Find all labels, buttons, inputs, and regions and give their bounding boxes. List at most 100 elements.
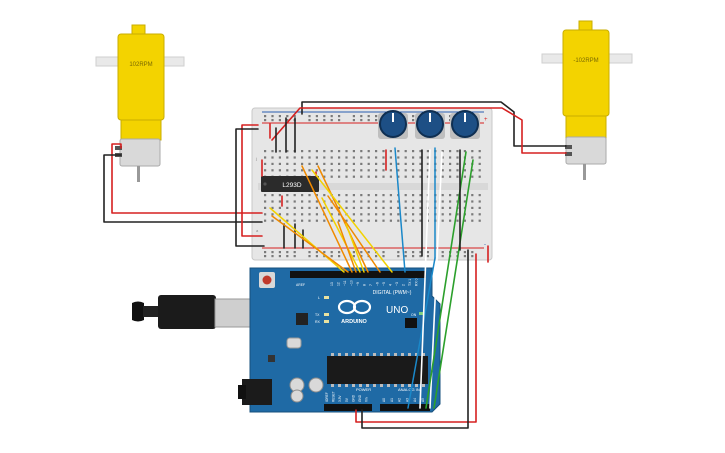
- breadboard-hole[interactable]: [308, 213, 311, 216]
- breadboard-hole[interactable]: [360, 213, 363, 216]
- rail-hole[interactable]: [323, 119, 326, 122]
- breadboard-hole[interactable]: [278, 156, 281, 159]
- breadboard-hole[interactable]: [315, 150, 318, 153]
- breadboard-hole[interactable]: [286, 194, 289, 197]
- breadboard-hole[interactable]: [338, 150, 341, 153]
- breadboard-hole[interactable]: [352, 162, 355, 165]
- breadboard-hole[interactable]: [293, 169, 296, 172]
- breadboard-hole[interactable]: [315, 156, 318, 159]
- breadboard-hole[interactable]: [382, 200, 385, 203]
- breadboard-hole[interactable]: [419, 200, 422, 203]
- breadboard-hole[interactable]: [271, 162, 274, 165]
- breadboard-hole[interactable]: [471, 206, 474, 209]
- breadboard-hole[interactable]: [360, 175, 363, 178]
- rail-hole[interactable]: [278, 255, 281, 258]
- breadboard-hole[interactable]: [478, 175, 481, 178]
- breadboard-hole[interactable]: [278, 213, 281, 216]
- breadboard-hole[interactable]: [426, 169, 429, 172]
- breadboard-hole[interactable]: [375, 206, 378, 209]
- breadboard-hole[interactable]: [389, 150, 392, 153]
- rail-hole[interactable]: [286, 115, 289, 118]
- breadboard-hole[interactable]: [478, 162, 481, 165]
- rail-hole[interactable]: [419, 251, 422, 254]
- breadboard-hole[interactable]: [404, 156, 407, 159]
- breadboard-hole[interactable]: [338, 162, 341, 165]
- breadboard-hole[interactable]: [389, 175, 392, 178]
- breadboard-hole[interactable]: [315, 213, 318, 216]
- breadboard-hole[interactable]: [441, 213, 444, 216]
- breadboard-hole[interactable]: [293, 206, 296, 209]
- breadboard-hole[interactable]: [441, 150, 444, 153]
- breadboard-hole[interactable]: [404, 206, 407, 209]
- breadboard-hole[interactable]: [360, 219, 363, 222]
- rail-hole[interactable]: [323, 255, 326, 258]
- breadboard-hole[interactable]: [389, 169, 392, 172]
- breadboard-hole[interactable]: [375, 156, 378, 159]
- breadboard-hole[interactable]: [278, 219, 281, 222]
- breadboard-hole[interactable]: [397, 213, 400, 216]
- breadboard-hole[interactable]: [345, 219, 348, 222]
- breadboard-hole[interactable]: [315, 206, 318, 209]
- rail-hole[interactable]: [419, 255, 422, 258]
- breadboard-hole[interactable]: [463, 175, 466, 178]
- breadboard-hole[interactable]: [352, 169, 355, 172]
- breadboard-hole[interactable]: [375, 162, 378, 165]
- breadboard-hole[interactable]: [278, 150, 281, 153]
- breadboard-hole[interactable]: [375, 150, 378, 153]
- breadboard-hole[interactable]: [360, 169, 363, 172]
- breadboard-hole[interactable]: [293, 213, 296, 216]
- breadboard-hole[interactable]: [271, 200, 274, 203]
- rail-hole[interactable]: [338, 255, 341, 258]
- breadboard-hole[interactable]: [463, 200, 466, 203]
- rail-hole[interactable]: [404, 251, 407, 254]
- breadboard-hole[interactable]: [471, 175, 474, 178]
- breadboard-hole[interactable]: [352, 200, 355, 203]
- rail-hole[interactable]: [367, 119, 370, 122]
- breadboard-hole[interactable]: [397, 150, 400, 153]
- breadboard-hole[interactable]: [271, 169, 274, 172]
- breadboard-hole[interactable]: [338, 200, 341, 203]
- rail-hole[interactable]: [315, 115, 318, 118]
- breadboard-hole[interactable]: [330, 213, 333, 216]
- rail-hole[interactable]: [308, 255, 311, 258]
- breadboard-hole[interactable]: [308, 162, 311, 165]
- breadboard-hole[interactable]: [449, 162, 452, 165]
- breadboard-hole[interactable]: [463, 194, 466, 197]
- rail-hole[interactable]: [471, 251, 474, 254]
- rail-hole[interactable]: [397, 255, 400, 258]
- breadboard-hole[interactable]: [441, 206, 444, 209]
- breadboard-hole[interactable]: [419, 213, 422, 216]
- breadboard-hole[interactable]: [330, 162, 333, 165]
- rail-hole[interactable]: [375, 115, 378, 118]
- breadboard-hole[interactable]: [286, 150, 289, 153]
- breadboard-hole[interactable]: [271, 219, 274, 222]
- breadboard-hole[interactable]: [352, 194, 355, 197]
- breadboard-hole[interactable]: [264, 213, 267, 216]
- breadboard-hole[interactable]: [293, 200, 296, 203]
- breadboard-hole[interactable]: [449, 175, 452, 178]
- breadboard-hole[interactable]: [449, 156, 452, 159]
- breadboard-hole[interactable]: [389, 219, 392, 222]
- rail-hole[interactable]: [463, 255, 466, 258]
- rail-hole[interactable]: [271, 119, 274, 122]
- breadboard-hole[interactable]: [389, 162, 392, 165]
- pot-1-knob[interactable]: [379, 110, 407, 138]
- rail-hole[interactable]: [426, 251, 429, 254]
- rail-hole[interactable]: [360, 251, 363, 254]
- breadboard-hole[interactable]: [367, 213, 370, 216]
- breadboard-hole[interactable]: [456, 213, 459, 216]
- breadboard-hole[interactable]: [323, 150, 326, 153]
- breadboard-hole[interactable]: [286, 213, 289, 216]
- breadboard-hole[interactable]: [426, 156, 429, 159]
- breadboard-hole[interactable]: [264, 200, 267, 203]
- breadboard-hole[interactable]: [301, 156, 304, 159]
- rail-hole[interactable]: [338, 119, 341, 122]
- breadboard-hole[interactable]: [352, 219, 355, 222]
- breadboard-hole[interactable]: [404, 175, 407, 178]
- breadboard-hole[interactable]: [389, 213, 392, 216]
- rail-hole[interactable]: [426, 255, 429, 258]
- breadboard-hole[interactable]: [338, 156, 341, 159]
- breadboard-hole[interactable]: [382, 194, 385, 197]
- breadboard-hole[interactable]: [412, 200, 415, 203]
- breadboard-hole[interactable]: [382, 175, 385, 178]
